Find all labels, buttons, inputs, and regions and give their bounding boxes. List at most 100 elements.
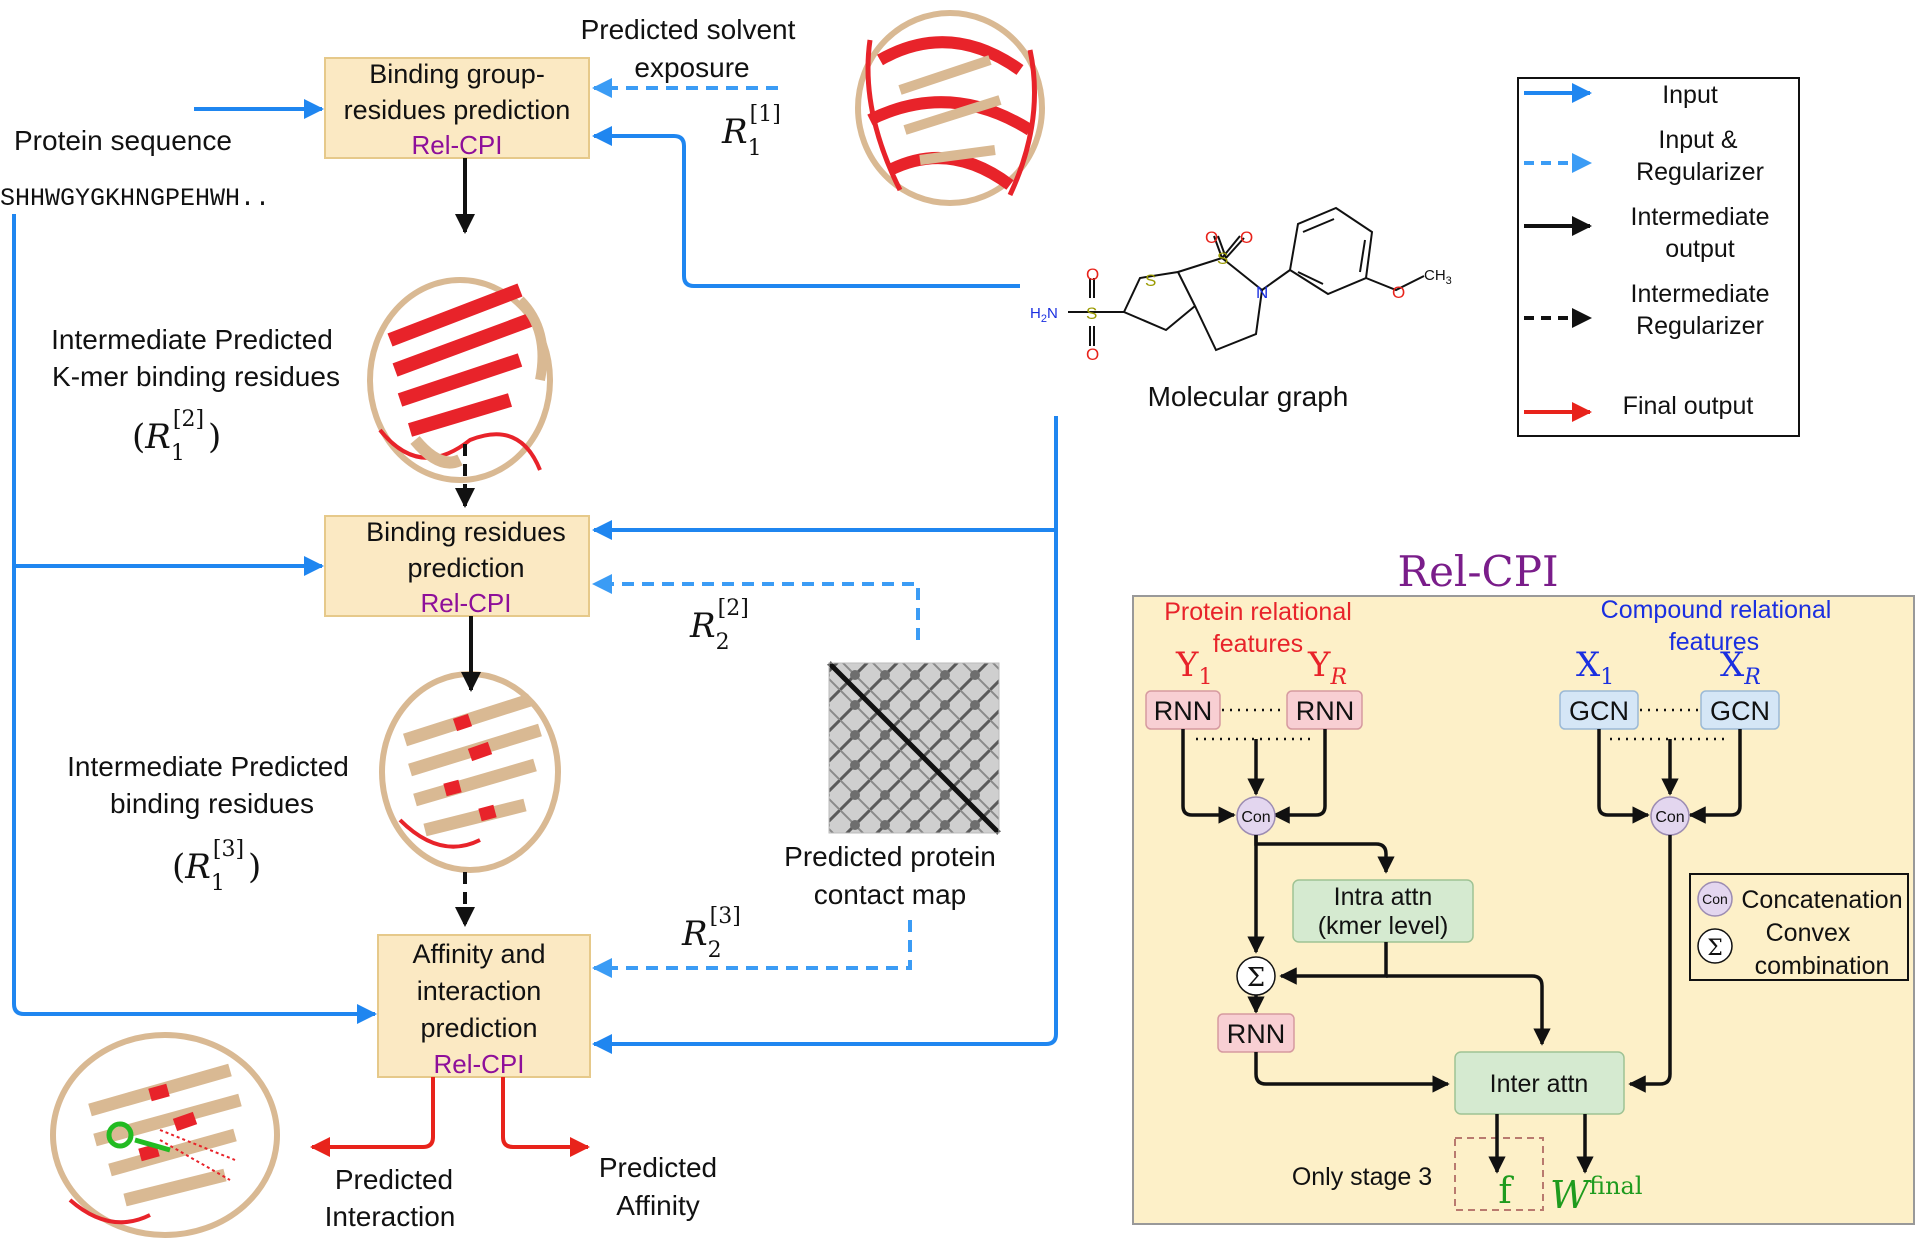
contact-map-image [827,661,1001,835]
gcn-label-1: GCN [1569,696,1629,726]
con-label-protein: Con [1241,809,1270,826]
molecular-graph-label: Molecular graph [1148,381,1349,412]
sigma-label: Σ [1247,963,1265,993]
protein-input-trunk [12,214,377,1024]
rnn-box-final: RNN [1217,1013,1295,1053]
inter-attn-box: Inter attn [1454,1051,1625,1115]
intra-attn-to-inter-attn [1386,974,1551,1046]
contact-map-regularizer-arrow-stage2 [592,574,920,640]
stage3-box: Affinity and interaction prediction Rel-… [377,934,591,1079]
atom-o-3: O [1086,265,1099,284]
stage3-line1: Affinity and [412,939,545,969]
stage3-only-dashed-box [1454,1137,1544,1211]
legend-intermediate-regularizer-line1: Intermediate [1631,280,1770,308]
atom-o-1: O [1205,228,1218,247]
r11-label: R1[1] [721,102,781,161]
x1-label: X1 [1576,645,1614,690]
gcn-box-1: GCN [1559,690,1639,730]
relcpi-inner-legend: Con Concatenation Σ Convex combination [1689,873,1909,981]
legend-convex-line1: Convex [1766,919,1851,947]
contact-map-line1: Predicted protein [784,841,996,872]
stage2-model: Rel-CPI [420,588,511,618]
atom-o-4: O [1086,345,1099,364]
affinity-output-arrow [501,1077,590,1157]
rnn-label-r: RNN [1296,696,1355,726]
legend-input-label: Input [1662,81,1718,109]
legend-sigma-icon [1697,928,1733,964]
gcn-dotted-links [1610,708,1730,741]
interaction-output-line2: Interaction [325,1201,456,1232]
atom-o-2: O [1240,228,1253,247]
rnn1-to-con [1181,729,1236,824]
solvent-exposure-line1: Predicted solvent [581,14,796,45]
rnnr-to-con [1272,729,1327,824]
rnn-label-final: RNN [1227,1019,1286,1049]
affinity-output-line2: Affinity [616,1190,700,1221]
protein-structure-binding [379,671,561,873]
molecule-atom-labels: S S S O O O O O N H2N CH3 [1030,228,1452,364]
kmer-label-line2: K-mer binding residues [52,361,340,392]
gcn1-to-con [1597,729,1650,824]
stage1-box: Binding group- residues prediction Rel-C… [324,57,590,160]
affinity-output-line1: Predicted [599,1152,717,1183]
r13-label: (R1[3]) [172,837,261,896]
solvent-exposure-line2: exposure [634,52,749,83]
stage2-line2: prediction [407,553,524,583]
legend-convex-line2: combination [1755,952,1890,980]
atom-s-sulfonyl: S [1217,249,1228,268]
legend: Input Input & Regularizer Intermediate o… [1517,77,1800,437]
f-output: f [1498,1171,1514,1212]
r12-label: (R1[2]) [132,407,221,466]
protein-features-line2: features [1213,630,1303,658]
molecule-input-trunk [592,416,1058,1054]
gcn-label-r: GCN [1710,696,1770,726]
atom-nh2: H2N [1030,305,1058,325]
stage2-box: Binding residues prediction Rel-CPI [324,515,590,618]
gcn-box-r: GCN [1700,690,1780,730]
legend-concatenation-label: Concatenation [1741,886,1902,914]
molecule-input-arrow-stage1 [592,126,1020,288]
rnn-box-1: RNN [1145,690,1221,730]
legend-final-output-label: Final output [1623,392,1754,420]
interaction-output-line1: Predicted [335,1164,453,1195]
atom-o-5: O [1392,283,1405,302]
xr-label: XR [1720,645,1761,690]
molecular-graph [1068,206,1425,352]
protein-structure-kmer [367,277,553,483]
relcpi-title: Rel-CPI [1397,547,1558,596]
yr-label: YR [1307,645,1347,690]
y1-label: Y1 [1175,645,1212,690]
contact-map-line2: contact map [814,879,967,910]
stage2-line1: Binding residues [366,517,566,547]
legend-con-label: Con [1702,891,1728,907]
sigma-node: Σ [1236,956,1276,996]
intra-attn-line1: Intra attn [1334,883,1433,911]
binding-label-line1: Intermediate Predicted [67,751,349,782]
w-final-output: Wfinal [1550,1172,1643,1217]
protein-structure-interaction [50,1032,280,1238]
stage3-model: Rel-CPI [433,1049,524,1079]
protein-sequence-label: Protein sequence [14,125,232,156]
inter-attn-label: Inter attn [1490,1070,1589,1098]
legend-intermediate-output-line2: output [1665,235,1735,263]
atom-ch3: CH3 [1424,267,1452,287]
contact-map-regularizer-arrow-stage3 [592,920,912,978]
rnn-box-r: RNN [1286,690,1363,730]
atom-s-sulfonamide: S [1086,304,1097,323]
compound-features-line2: features [1669,628,1759,656]
r22-label: R2[2] [689,596,749,655]
intra-attn-box: Intra attn (kmer level) [1292,879,1474,943]
rnn-label-1: RNN [1154,696,1213,726]
rnn-to-inter-attn [1254,1052,1450,1093]
stage3-line2: interaction [417,976,542,1006]
compound-con-to-inter-attn [1628,835,1672,1093]
legend-intermediate-output-line1: Intermediate [1631,203,1770,231]
gcnr-to-con [1688,729,1742,824]
atom-s-thiophene: S [1145,271,1156,290]
legend-sigma-label: Σ [1707,936,1723,961]
binding-label-line2: binding residues [110,788,314,819]
stage1-line2: residues prediction [344,95,571,125]
intra-attn-line2: (kmer level) [1318,912,1449,940]
con-label-compound: Con [1655,809,1684,826]
